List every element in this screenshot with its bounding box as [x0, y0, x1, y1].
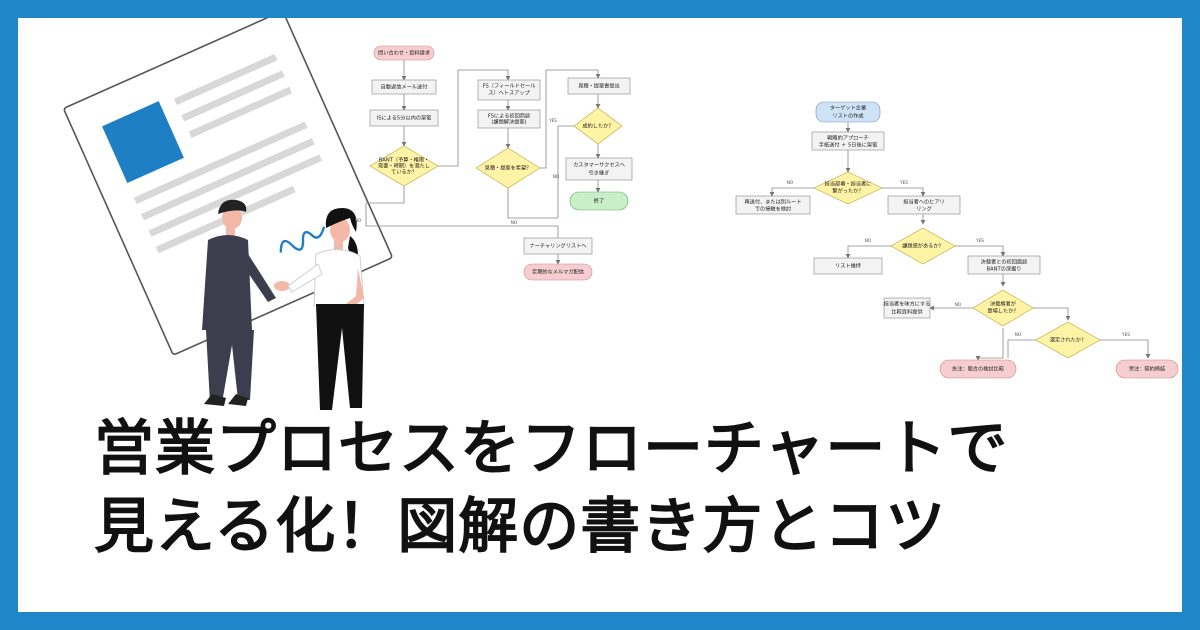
node-fs-tossup: FS（フィールドセール [483, 83, 536, 90]
node-decider-appeared: 決裁権者が [990, 300, 1017, 308]
node-fs-tossup: ス）へトスアップ [488, 90, 530, 97]
node-inquiry: 問い合わせ・資料請求 [378, 49, 431, 57]
node-decision-maker-meeting: BANTの深掘り [987, 265, 1022, 273]
edge-label-no: NO [511, 220, 518, 225]
edge-label-no: NO [1015, 332, 1022, 337]
node-bant-check: ているか？ [391, 169, 417, 176]
node-strategic-approach: 戦略的アプローチ [827, 134, 869, 142]
edge-label-yes: YES [975, 238, 984, 243]
handshake-illustration [202, 199, 365, 410]
flowchart-right: NO YES NO YES NO NO YES ターゲット企業 リストの作成 戦… [735, 101, 1179, 379]
node-ally-materials: 担当者を味方にする [884, 300, 931, 308]
headline-line-2: 見える化！図解の書き方とコツ [90, 488, 1012, 566]
node-fs-first-meeting: FSによる初回商談 [488, 112, 531, 120]
node-cs-handover: カスタマーサクセスへ [573, 161, 625, 169]
node-hearing: 担当者へのヒアリ [903, 198, 945, 206]
headline: 営業プロセスをフローチャートで 見える化！図解の書き方とコツ [90, 410, 1013, 566]
node-bant-check: BANT（予算・権限・ [379, 156, 429, 164]
node-fs-first-meeting: (課題解決提案) [491, 118, 526, 126]
edge-label-no: NO [955, 302, 962, 307]
node-end: 終了 [594, 197, 604, 205]
node-keep-list: リスト維持 [835, 262, 861, 270]
node-estimate-submit: 見積・提案書提出 [578, 82, 620, 90]
node-lost: 失注：競合の検討比較 [952, 365, 1005, 373]
node-closed-check: 成約したか？ [582, 122, 613, 130]
node-reached-check: 担当部署・担当者に [825, 180, 872, 188]
thumbnail-card: NO NO YES NO 問い合わせ・資料請求 自動返信メール送付 ISによる5… [18, 18, 1182, 612]
node-reached-check: 繋がったか？ [832, 187, 863, 195]
edge-label-yes: YES [548, 118, 557, 123]
edge-label-yes: YES [1121, 332, 1130, 337]
node-issue-check: 課題感があるか？ [902, 242, 944, 250]
node-strategic-approach: 手紙送付 ＋ 5日後に架電 [819, 141, 877, 149]
node-newsletter: 定期的なメルマガ配信 [532, 268, 584, 276]
node-decision-maker-meeting: 決裁者との初回面談 [981, 258, 1028, 266]
node-ally-materials: 比較資料提供 [891, 308, 922, 316]
node-bant-check: 需要・時期）を満たし [378, 163, 430, 170]
edge-label-no: NO [553, 174, 560, 179]
node-target-list: ターゲット企業 [830, 104, 866, 112]
node-proposal-wish: 見積・提案を希望？ [485, 164, 532, 172]
headline-line-1: 営業プロセスをフローチャートで [90, 410, 1013, 488]
woman-figure [287, 208, 365, 410]
signature-mark [279, 226, 326, 253]
node-is-call: ISによる5分以内の架電 [377, 114, 432, 122]
illustration-layer: NO NO YES NO 問い合わせ・資料請求 自動返信メール送付 ISによる5… [63, 18, 1179, 410]
document-photo-block [102, 101, 184, 183]
edge-label-yes: YES [899, 180, 908, 185]
man-figure [202, 199, 276, 406]
node-auto-reply: 自動返信メール送付 [381, 83, 428, 91]
node-nurturing-list: ナーチャリングリストへ [529, 242, 586, 250]
edge-label-no: NO [865, 238, 872, 243]
node-won: 受注：契約締結 [1129, 365, 1165, 373]
node-resend: 再送付、または別ルート [744, 198, 801, 206]
edge-label-no: NO [787, 180, 794, 185]
node-cs-handover: 引き継ぎ [589, 169, 610, 177]
node-hearing: リング [916, 205, 932, 213]
edge-label-no: NO [355, 218, 362, 223]
node-resend: での接触を検討 [755, 205, 791, 213]
node-selected-check: 選定されたか？ [1050, 336, 1086, 344]
node-decider-appeared: 登場したか？ [987, 307, 1018, 315]
document-illustration [63, 18, 393, 355]
flowchart-left: NO NO YES NO 問い合わせ・資料請求 自動返信メール送付 ISによる5… [355, 45, 633, 281]
node-target-list: リストの作成 [832, 112, 863, 120]
